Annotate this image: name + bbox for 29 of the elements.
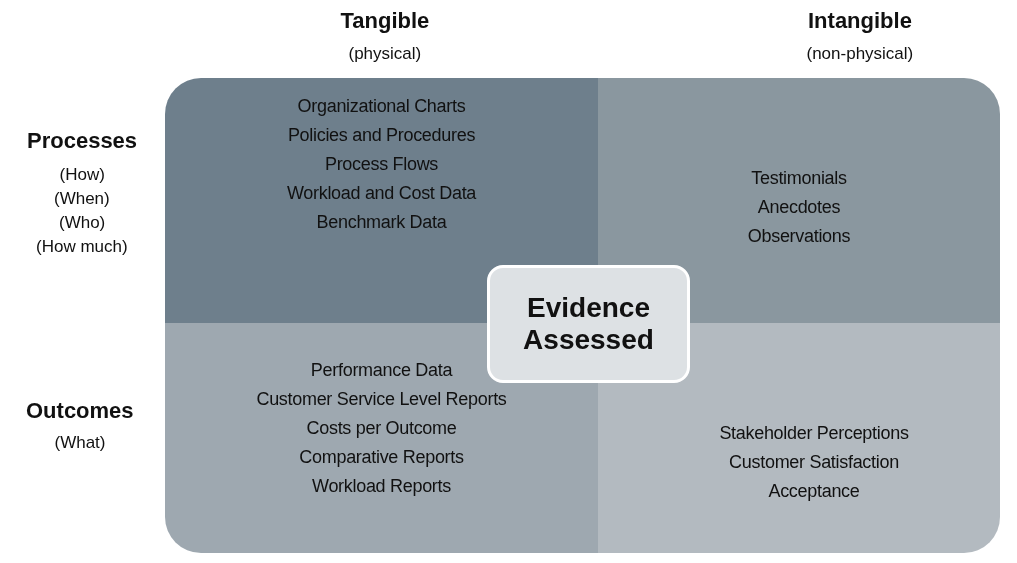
column-subheading: (physical)	[348, 44, 422, 64]
center-panel	[487, 265, 690, 383]
center-heading: Evidence Assessed	[522, 292, 655, 356]
evidence-item: Acceptance	[768, 480, 860, 503]
row-heading: Processes	[27, 128, 138, 154]
evidence-item: Process Flows	[324, 153, 439, 176]
row-subheading: (What)	[54, 433, 106, 453]
evidence-item: Testimonials	[751, 167, 847, 190]
evidence-item: Policies and Procedures	[287, 124, 476, 147]
column-heading: Tangible	[340, 8, 430, 34]
column-heading: Intangible	[808, 8, 912, 34]
evidence-item: Workload and Cost Data	[286, 182, 477, 205]
evidence-item: Workload Reports	[312, 475, 451, 498]
evidence-item: Comparative Reports	[299, 446, 464, 469]
evidence-item: Customer Service Level Reports	[256, 388, 507, 411]
row-subheading: (How much)	[36, 237, 128, 257]
evidence-item: Organizational Charts	[297, 95, 466, 118]
evidence-item: Performance Data	[310, 359, 453, 382]
row-heading: Outcomes	[26, 398, 134, 424]
evidence-item: Observations	[747, 225, 851, 248]
column-subheading: (non-physical)	[806, 44, 914, 64]
row-subheading: (How)	[59, 165, 105, 185]
evidence-item: Stakeholder Perceptions	[719, 422, 909, 445]
row-subheading: (When)	[54, 189, 110, 209]
evidence-item: Benchmark Data	[316, 211, 447, 234]
evidence-item: Costs per Outcome	[306, 417, 457, 440]
evidence-item: Anecdotes	[757, 196, 841, 219]
evidence-item: Customer Satisfaction	[729, 451, 899, 474]
row-subheading: (Who)	[59, 213, 106, 233]
